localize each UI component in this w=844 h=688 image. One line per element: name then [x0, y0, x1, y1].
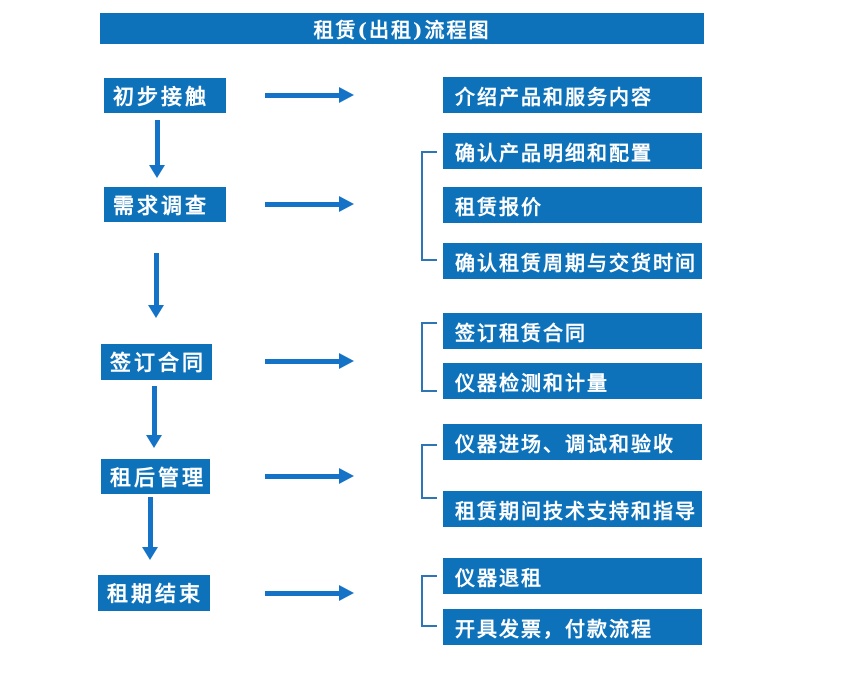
right-arrow-icon [265, 87, 354, 104]
detail-label: 仪器退租 [455, 565, 543, 590]
step-label: 初步接触 [113, 83, 209, 109]
detail-box: 确认产品明细和配置 [443, 133, 702, 169]
step-box-sign-contract: 签订合同 [101, 344, 212, 380]
detail-box: 仪器检测和计量 [443, 363, 702, 399]
detail-label: 确认产品明细和配置 [455, 140, 653, 165]
title-bar: 租赁(出租)流程图 [100, 13, 704, 44]
detail-box: 租赁报价 [443, 187, 702, 223]
detail-box: 确认租赁周期与交货时间 [443, 243, 702, 279]
detail-label: 介绍产品和服务内容 [455, 84, 653, 109]
detail-box: 开具发票，付款流程 [443, 609, 702, 645]
page-title: 租赁(出租)流程图 [313, 18, 491, 42]
down-arrow-icon [149, 120, 166, 178]
detail-box: 介绍产品和服务内容 [443, 77, 702, 113]
detail-label: 确认租赁周期与交货时间 [455, 250, 697, 275]
detail-box: 租赁期间技术支持和指导 [443, 491, 702, 527]
down-arrow-icon [146, 386, 163, 448]
step-label: 签订合同 [110, 350, 206, 375]
detail-label: 租赁期间技术支持和指导 [455, 498, 697, 523]
step-label: 需求调查 [113, 192, 209, 218]
detail-label: 签订租赁合同 [455, 320, 587, 345]
step-box-demand-survey: 需求调查 [104, 187, 226, 222]
group-bracket [421, 151, 437, 261]
right-arrow-icon [265, 585, 354, 602]
step-box-post-rental-management: 租后管理 [101, 459, 210, 494]
step-box-rental-end: 租期结束 [98, 575, 210, 611]
detail-label: 仪器进场、调试和验收 [455, 431, 675, 456]
detail-label: 租赁报价 [455, 194, 543, 219]
right-arrow-icon [265, 468, 354, 485]
group-bracket [421, 444, 437, 499]
detail-box: 仪器退租 [443, 558, 702, 594]
right-arrow-icon [265, 196, 354, 213]
detail-box: 仪器进场、调试和验收 [443, 424, 702, 460]
group-bracket [421, 322, 437, 392]
step-label: 租后管理 [110, 464, 206, 490]
step-box-initial-contact: 初步接触 [104, 78, 226, 113]
detail-box: 签订租赁合同 [443, 313, 702, 349]
detail-label: 开具发票，付款流程 [455, 616, 653, 641]
down-arrow-icon [142, 497, 159, 560]
down-arrow-icon [148, 253, 165, 318]
step-label: 租期结束 [107, 581, 203, 606]
right-arrow-icon [265, 353, 354, 370]
group-bracket [421, 575, 437, 627]
detail-label: 仪器检测和计量 [455, 370, 609, 395]
